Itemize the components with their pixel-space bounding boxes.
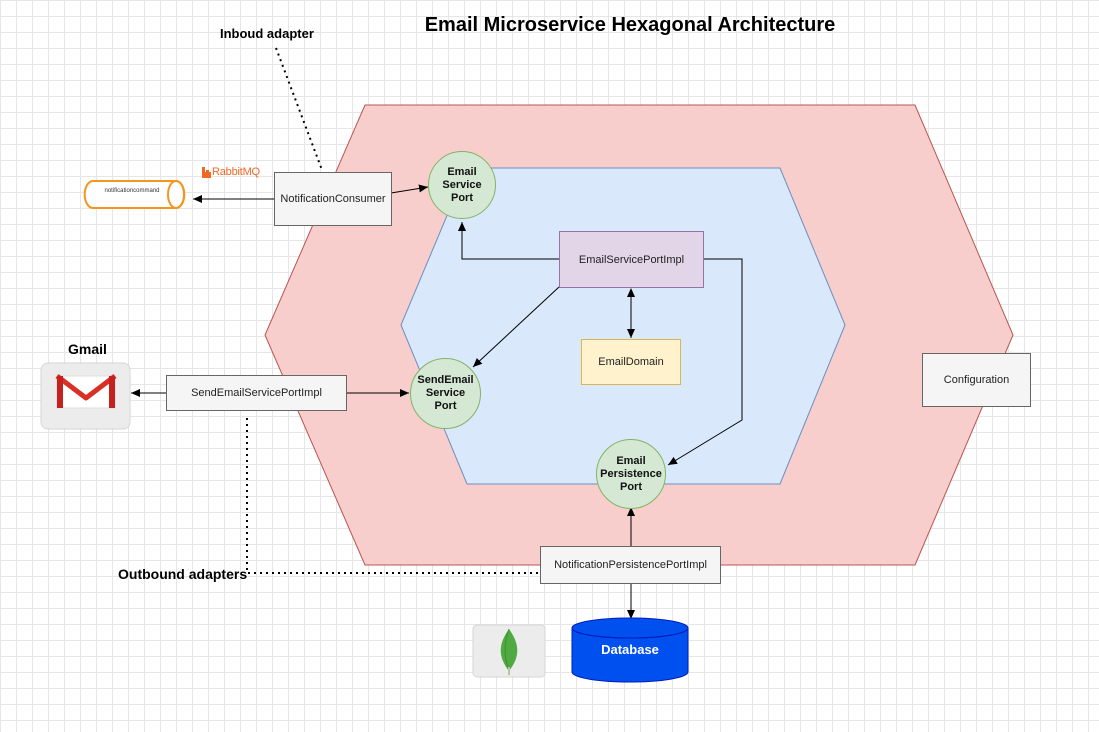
send-email-service-port[interactable]: SendEmail Service Port	[410, 358, 481, 429]
queue-label: notificationcommand	[104, 188, 160, 194]
inbound-adapter-label: Inboud adapter	[220, 26, 314, 41]
database-label: Database	[601, 642, 659, 657]
impl-to-email-service-port-arrow	[458, 222, 559, 260]
diagram-title: Email Microservice Hexagonal Architectur…	[424, 14, 836, 36]
gmail-label: Gmail	[68, 341, 107, 357]
email-service-port[interactable]: Email Service Port	[428, 151, 496, 219]
notification-persistence-port-impl-box[interactable]: NotificationPersistencePortImpl	[540, 546, 721, 584]
outbound-adapters-label: Outbound adapters	[118, 566, 248, 582]
inbound-annotation-line	[275, 47, 323, 171]
send-email-service-port-impl-box[interactable]: SendEmailServicePortImpl	[166, 375, 347, 411]
configuration-box[interactable]: Configuration	[922, 353, 1031, 407]
queue-cylinder-icon	[83, 180, 186, 209]
consumer-to-email-service-port-arrow	[390, 184, 429, 194]
email-service-port-impl-box[interactable]: EmailServicePortImpl	[559, 231, 704, 288]
impl-to-send-email-port-arrow	[472, 286, 560, 368]
email-persistence-port[interactable]: Email Persistence Port	[596, 439, 666, 509]
database-cylinder-icon	[571, 617, 689, 683]
notification-consumer-box[interactable]: NotificationConsumer	[274, 172, 392, 226]
rabbitmq-logo: RabbitMQ	[212, 166, 260, 178]
email-domain-box[interactable]: EmailDomain	[581, 339, 681, 385]
rabbitmq-logo-mark	[202, 167, 211, 178]
mongodb-icon	[472, 624, 546, 678]
inner-hexagon	[400, 167, 846, 485]
impl-to-persistence-port-arrow	[667, 258, 743, 466]
gmail-icon	[40, 362, 131, 430]
